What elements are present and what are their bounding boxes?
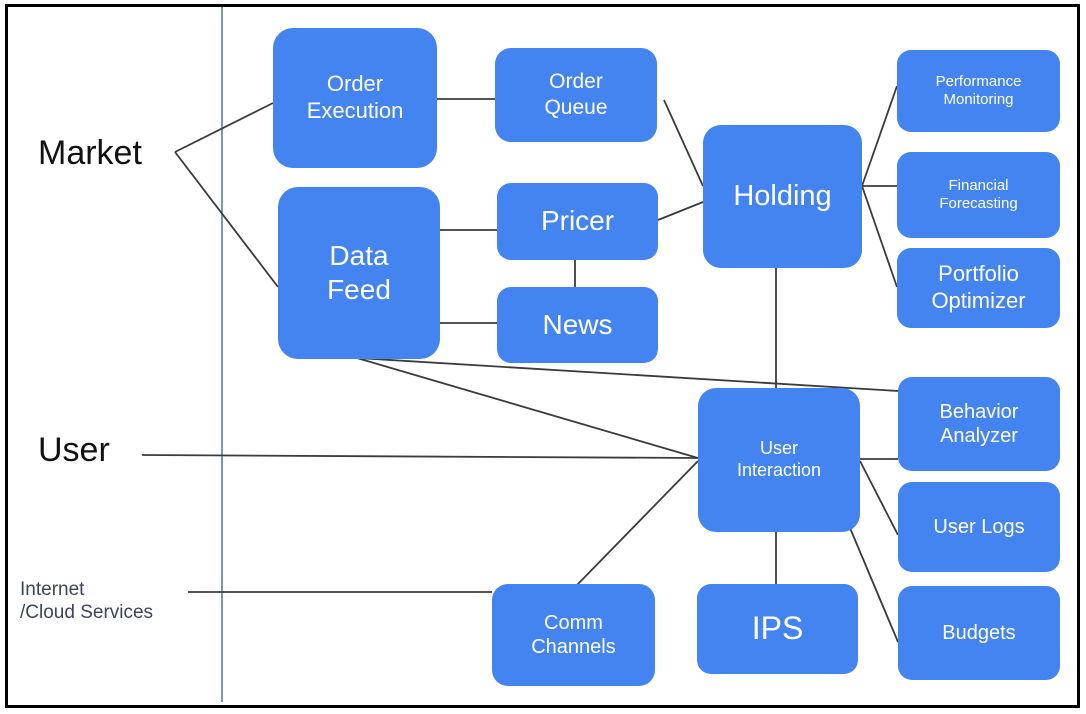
edge-user-interaction-to-budgets — [849, 527, 899, 643]
node-comm-channels: Comm Channels — [492, 584, 655, 686]
lane-divider — [221, 7, 223, 702]
node-user-logs-label: User Logs — [933, 515, 1025, 538]
label-market: Market — [38, 134, 142, 172]
node-financial-forecasting-label: Financial Forecasting — [939, 176, 1018, 212]
node-user-interaction: User Interaction — [698, 388, 860, 532]
edge-order-queue-to-holding — [663, 99, 704, 187]
edge-pricer-to-holding — [657, 201, 704, 221]
node-ips: IPS — [697, 584, 858, 674]
node-performance-monitoring: Performance Monitoring — [897, 50, 1060, 132]
node-order-execution: Order Execution — [273, 28, 437, 168]
outer-border — [5, 4, 1080, 708]
node-order-queue-label: Order Queue — [544, 70, 608, 119]
node-behavior-analyzer-label: Behavior Analyzer — [939, 400, 1019, 447]
node-news-label: News — [542, 308, 613, 340]
node-user-interaction-label: User Interaction — [736, 438, 822, 480]
node-pricer: Pricer — [497, 183, 658, 260]
node-news: News — [497, 287, 658, 363]
edge-comm-channels-to-user-interaction — [576, 460, 699, 586]
node-financial-forecasting: Financial Forecasting — [897, 152, 1060, 238]
edge-holding-to-performance-monitoring — [861, 85, 898, 187]
edge-holding-to-portfolio-optimizer — [861, 185, 898, 288]
node-portfolio-optimizer-label: Portfolio Optimizer — [931, 261, 1026, 313]
edge-data-feed-to-behavior-analyzer — [356, 357, 899, 392]
node-holding: Holding — [703, 125, 862, 268]
node-order-execution-label: Order Execution — [306, 71, 404, 123]
node-budgets: Budgets — [898, 586, 1060, 680]
edge-market-label-to-order-execution — [174, 102, 274, 153]
node-comm-channels-label: Comm Channels — [531, 611, 616, 658]
node-user-logs: User Logs — [898, 482, 1060, 572]
node-data-feed-label: Data Feed — [327, 239, 391, 305]
node-performance-monitoring-label: Performance Monitoring — [935, 72, 1022, 108]
node-portfolio-optimizer: Portfolio Optimizer — [897, 248, 1060, 328]
node-holding-label: Holding — [733, 179, 832, 212]
node-ips-label: IPS — [751, 610, 804, 647]
edge-user-label-to-user-interaction — [141, 454, 699, 459]
node-pricer-label: Pricer — [540, 205, 615, 237]
node-data-feed: Data Feed — [278, 187, 440, 359]
node-order-queue: Order Queue — [495, 48, 657, 142]
label-user: User — [38, 431, 110, 469]
label-internet-cloud-services: Internet /Cloud Services — [20, 579, 154, 623]
edge-data-feed-to-user-interaction — [356, 357, 699, 459]
edge-user-interaction-to-user-logs — [859, 460, 899, 536]
node-behavior-analyzer: Behavior Analyzer — [898, 377, 1060, 471]
node-budgets-label: Budgets — [942, 621, 1016, 644]
edge-market-label-to-data-feed — [174, 151, 279, 288]
